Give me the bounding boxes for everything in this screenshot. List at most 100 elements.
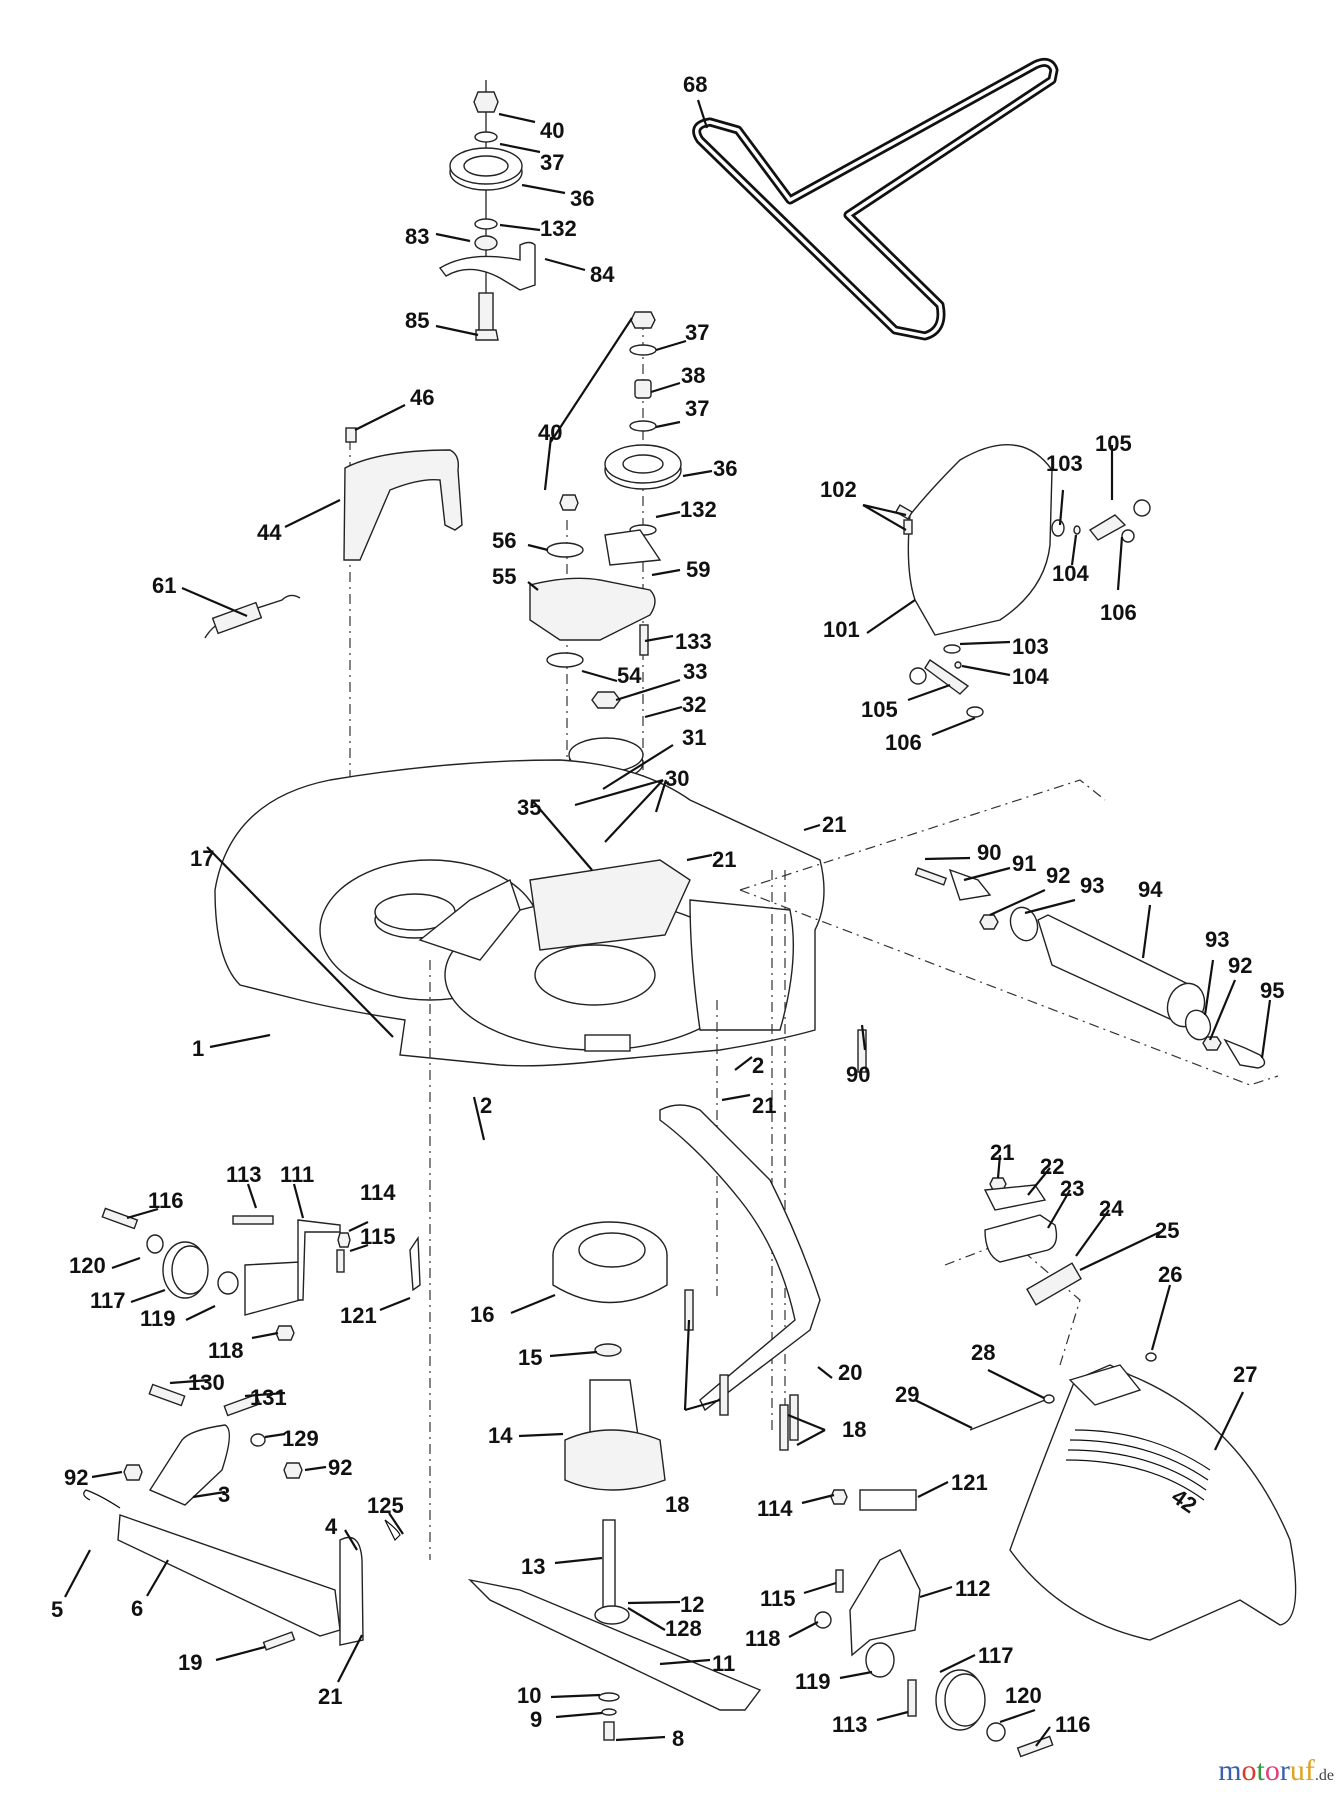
part-label: 55 — [492, 564, 516, 589]
part-label: 119 — [795, 1669, 831, 1694]
part-label: 19 — [178, 1650, 202, 1675]
part-label: 129 — [282, 1426, 319, 1451]
part-label: 118 — [745, 1626, 781, 1651]
part-label: 37 — [685, 320, 709, 345]
part-label: 95 — [1260, 978, 1284, 1003]
part-label: 117 — [90, 1288, 126, 1313]
part-label: 114 — [757, 1496, 793, 1521]
part-label: 68 — [683, 72, 707, 97]
part-label: 40 — [540, 118, 564, 143]
part-label: 37 — [540, 150, 564, 175]
part-label: 31 — [682, 725, 706, 750]
part-label: 113 — [832, 1712, 868, 1737]
part-label: 16 — [470, 1302, 494, 1327]
watermark-suffix: .de — [1314, 1767, 1334, 1784]
part-label: 24 — [1099, 1196, 1124, 1221]
part-label: 102 — [820, 477, 857, 502]
part-label: 119 — [140, 1306, 176, 1331]
part-label: 12 — [680, 1592, 704, 1617]
part-label: 92 — [1046, 863, 1070, 888]
part-label: 18 — [842, 1417, 866, 1442]
part-label: 37 — [685, 396, 709, 421]
right-gauge-wheel-assembly — [814, 1489, 1054, 1758]
part-label: 120 — [69, 1253, 106, 1278]
part-label: 21 — [752, 1093, 776, 1118]
belt-cover-assembly — [204, 427, 463, 930]
part-label: 56 — [492, 528, 516, 553]
part-label: 17 — [190, 846, 214, 871]
watermark-letter: f — [1304, 1754, 1315, 1787]
part-label: 30 — [665, 766, 689, 791]
part-label: 4 — [325, 1514, 338, 1539]
part-label: 20 — [838, 1360, 862, 1385]
part-label: 115 — [360, 1224, 396, 1249]
part-label: 92 — [1228, 953, 1252, 978]
leader-lines — [64, 99, 1272, 1747]
watermark-logo: motoruf.de — [1218, 1754, 1334, 1788]
part-label: 117 — [978, 1643, 1014, 1668]
part-label: 113 — [226, 1162, 262, 1187]
part-label: 114 — [360, 1180, 396, 1205]
part-label: 105 — [1095, 431, 1132, 456]
part-label: 94 — [1138, 877, 1163, 902]
part-label: 104 — [1052, 561, 1089, 586]
part-label: 93 — [1080, 873, 1104, 898]
deck-bracket-20 — [659, 1104, 821, 1451]
part-label: 93 — [1205, 927, 1229, 952]
part-label: 21 — [318, 1684, 342, 1709]
part-label: 9 — [530, 1707, 542, 1732]
part-label: 54 — [617, 663, 642, 688]
watermark-letter: u — [1289, 1754, 1305, 1787]
part-label: 133 — [675, 629, 712, 654]
idler-pulley-assembly-top — [438, 80, 536, 341]
part-labels: 40 37 36 132 83 84 85 68 46 44 61 37 38 … — [51, 72, 1284, 1751]
part-label: 103 — [1046, 451, 1083, 476]
part-label: 29 — [895, 1382, 919, 1407]
part-label: 118 — [208, 1338, 244, 1363]
part-label: 121 — [951, 1470, 988, 1495]
part-label: 18 — [665, 1492, 689, 1517]
part-label: 112 — [955, 1576, 991, 1601]
part-label: 26 — [1158, 1262, 1182, 1287]
part-label: 38 — [681, 363, 705, 388]
part-label: 84 — [590, 262, 615, 287]
part-label: 116 — [148, 1188, 184, 1213]
chute-deflector-assembly — [894, 444, 1151, 718]
watermark-letter: o — [1241, 1754, 1257, 1787]
belt-part-68 — [692, 57, 1059, 341]
part-label: 40 — [538, 420, 562, 445]
mower-deck-housing — [214, 759, 825, 1560]
part-label: 61 — [152, 573, 176, 598]
part-label: 44 — [257, 520, 282, 545]
part-label: 22 — [1040, 1154, 1064, 1179]
anti-scalp-roller-assembly — [739, 779, 1279, 1086]
part-label: 5 — [51, 1597, 63, 1622]
part-label: 10 — [517, 1683, 541, 1708]
part-label: 106 — [885, 730, 922, 755]
center-pulley-assembly — [529, 311, 682, 1000]
part-label: 35 — [517, 795, 541, 820]
part-label: 92 — [64, 1465, 88, 1490]
part-label: 2 — [480, 1093, 492, 1118]
part-label: 111 — [280, 1162, 314, 1187]
part-label: 90 — [846, 1062, 870, 1087]
part-label: 46 — [410, 385, 434, 410]
deck-hanger-assembly — [83, 1383, 401, 1651]
part-label: 120 — [1005, 1683, 1042, 1708]
part-label: 121 — [340, 1303, 377, 1328]
part-label: 3 — [218, 1482, 230, 1507]
watermark-letter: m — [1218, 1754, 1242, 1787]
part-label: 132 — [540, 216, 577, 241]
part-label: 32 — [682, 692, 706, 717]
part-label: 104 — [1012, 664, 1049, 689]
part-label: 131 — [250, 1385, 287, 1410]
part-label: 25 — [1155, 1218, 1179, 1243]
part-label: 33 — [683, 659, 707, 684]
part-label: 27 — [1233, 1362, 1257, 1387]
part-label: 103 — [1012, 634, 1049, 659]
part-label: 101 — [823, 617, 860, 642]
discharge-chute-assembly: 42 — [944, 1177, 1297, 1641]
part-label: 1 — [192, 1036, 204, 1061]
part-label: 115 — [760, 1586, 796, 1611]
